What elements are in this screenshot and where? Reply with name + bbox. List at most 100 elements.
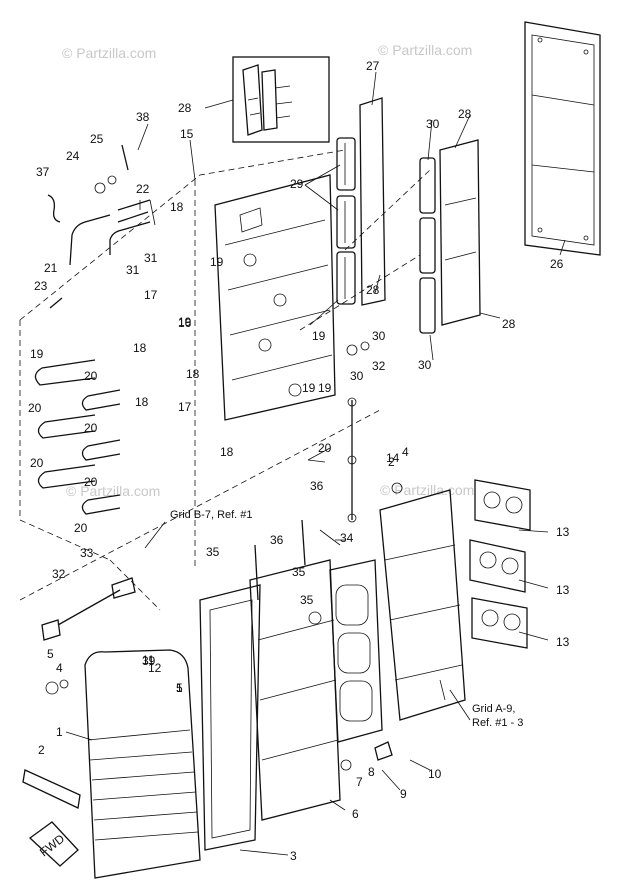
- manifold-6: [249, 559, 383, 821]
- callout: 10: [428, 767, 442, 781]
- callout: 15: [180, 127, 194, 141]
- callout: 27: [366, 59, 380, 73]
- callout: 19: [302, 381, 316, 395]
- callout: 9: [400, 787, 407, 801]
- reed-plate-right: [419, 139, 481, 334]
- reed-plate-left: [336, 97, 386, 306]
- callout: 20: [84, 421, 98, 435]
- callout: 5: [176, 681, 183, 695]
- callout: 28: [502, 317, 516, 331]
- note-text: Grid B-7, Ref. #1: [170, 509, 253, 521]
- callout: 28: [458, 107, 472, 121]
- callout: 38: [136, 110, 150, 124]
- callout: 1: [176, 681, 183, 695]
- callout: 18: [186, 367, 200, 381]
- callout: 30: [426, 117, 440, 131]
- callout: 4: [402, 445, 409, 459]
- callout: 21: [44, 261, 58, 275]
- callout: 20: [74, 521, 88, 535]
- callout: 17: [178, 400, 192, 414]
- note-grid-a9: Grid A-9, Ref. #1 - 3: [449, 689, 523, 729]
- callout: 26: [550, 257, 564, 271]
- watermark: © Partzilla.com: [62, 45, 156, 61]
- callout: 19: [210, 255, 224, 269]
- callout: 13: [556, 583, 570, 597]
- callout: 20: [28, 401, 42, 415]
- callout: 16: [178, 316, 192, 330]
- watermark: © Partzilla.com: [380, 482, 474, 498]
- callout: 25: [90, 132, 104, 146]
- callout: 24: [66, 149, 80, 163]
- assembly-outline: [19, 149, 431, 611]
- callout: 23: [34, 279, 48, 293]
- fwd-arrow: FWD: [28, 821, 79, 867]
- callout: 13: [556, 635, 570, 649]
- callout: 13: [556, 525, 570, 539]
- callout: 7: [356, 775, 363, 789]
- callout: 19: [178, 315, 192, 329]
- callout: 35: [292, 565, 306, 579]
- gaskets-13: [469, 479, 531, 649]
- callout: 12: [148, 661, 162, 675]
- callout: 30: [372, 329, 386, 343]
- callout: 39: [142, 654, 156, 668]
- callout: 1: [56, 725, 63, 739]
- gasket-27: [524, 21, 601, 256]
- callout: 18: [220, 445, 234, 459]
- inset-detail: [232, 56, 330, 143]
- callout: 35: [206, 545, 220, 559]
- callout: 29: [290, 177, 304, 191]
- callout: 18: [135, 395, 149, 409]
- crankcase: [379, 489, 466, 721]
- note-text: Grid A-9,: [472, 703, 515, 715]
- callout: 18: [170, 200, 184, 214]
- watermark: © Partzilla.com: [378, 42, 472, 58]
- callout: 11: [142, 653, 155, 667]
- callout: 20: [84, 369, 98, 383]
- callout: 30: [350, 369, 364, 383]
- callout: 2: [388, 455, 395, 469]
- callout: 4: [56, 661, 63, 675]
- note-grid-b7: Grid B-7, Ref. #1: [170, 509, 253, 521]
- callout: 20: [84, 475, 98, 489]
- callout: 36: [310, 479, 324, 493]
- leaders: [65, 71, 566, 856]
- callout: 19: [318, 381, 332, 395]
- callout: 3: [290, 849, 297, 863]
- label-plate: [22, 769, 81, 809]
- callout: 35: [300, 593, 314, 607]
- bolt-33: [41, 577, 136, 641]
- fittings: [45, 144, 403, 771]
- callout: 19: [30, 347, 44, 361]
- callout: 5: [47, 647, 54, 661]
- callout: 32: [372, 359, 386, 373]
- callout: 32: [52, 567, 66, 581]
- callout: 2: [38, 743, 45, 757]
- hoses: [34, 359, 121, 515]
- callout: 34: [340, 531, 354, 545]
- intake-manifold: [214, 174, 336, 421]
- callout: 33: [80, 546, 94, 560]
- rods: [254, 397, 357, 601]
- callout: 20: [318, 441, 332, 455]
- callout: 6: [352, 807, 359, 821]
- callout: 30: [418, 358, 432, 372]
- callout: 14: [386, 451, 400, 465]
- fwd-label: FWD: [37, 831, 67, 859]
- callout: 19: [312, 329, 326, 343]
- callout: 31: [126, 263, 140, 277]
- gasket-3: [199, 584, 261, 851]
- callout: 22: [136, 182, 150, 196]
- callout: 8: [368, 765, 375, 779]
- callout: 31: [144, 251, 158, 265]
- note-text: Ref. #1 - 3: [472, 717, 523, 729]
- callout: 18: [133, 341, 147, 355]
- callout: 37: [36, 165, 50, 179]
- callout: 28: [178, 101, 192, 115]
- hoses-upper: [69, 199, 151, 266]
- callout: 36: [270, 533, 284, 547]
- callout: 20: [30, 456, 44, 470]
- watermark: © Partzilla.com: [66, 483, 160, 499]
- callout: 17: [144, 288, 158, 302]
